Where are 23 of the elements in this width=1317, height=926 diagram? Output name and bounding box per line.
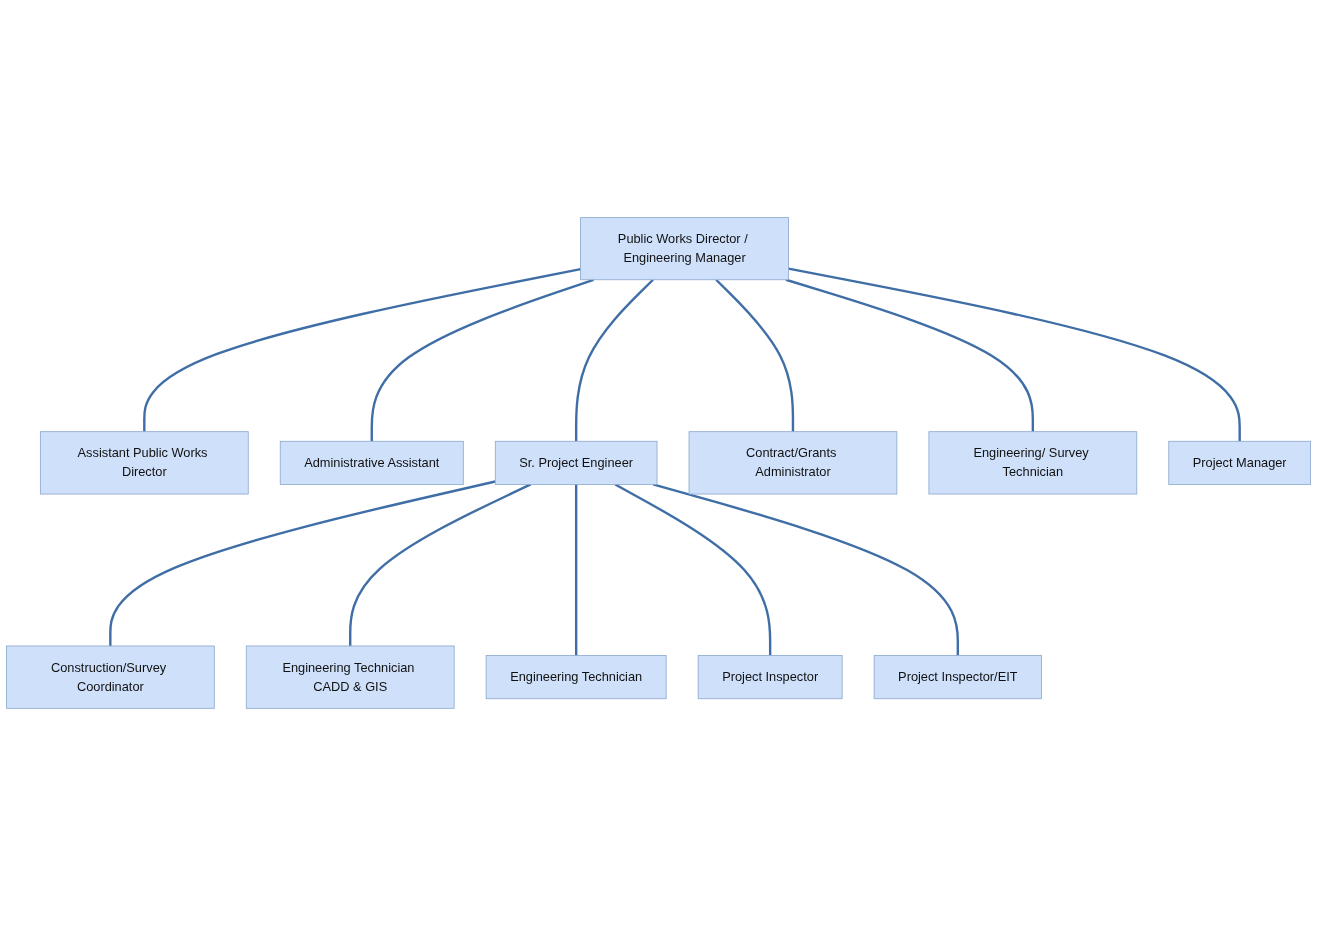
node-box: Project Inspector/EIT — [873, 655, 1042, 700]
connector — [370, 278, 594, 442]
node-box: Engineering/ Survey Technician — [928, 431, 1138, 495]
connector — [574, 484, 578, 656]
node-box: Contract/Grants Administrator — [688, 431, 898, 495]
node-box: Assistant Public Works Director — [39, 431, 249, 495]
node-box: Construction/Survey Coordinator — [6, 645, 215, 709]
connector — [614, 483, 772, 656]
node-box: Administrative Assistant — [279, 441, 464, 485]
connector — [785, 278, 1035, 432]
node-box: Project Inspector — [697, 655, 843, 700]
connector — [349, 483, 532, 647]
connector — [143, 268, 581, 432]
connector — [652, 483, 960, 656]
node-box: Sr. Project Engineer — [494, 441, 658, 485]
connector — [788, 267, 1241, 442]
node-box: Project Manager — [1168, 441, 1311, 485]
connector — [109, 480, 496, 647]
connector — [574, 279, 654, 442]
connector — [715, 279, 795, 432]
node-box: Public Works Director / Engineering Manager — [580, 217, 789, 281]
node-box: Engineering Technician — [485, 655, 667, 700]
node-box: Engineering Technician CADD & GIS — [245, 645, 455, 709]
